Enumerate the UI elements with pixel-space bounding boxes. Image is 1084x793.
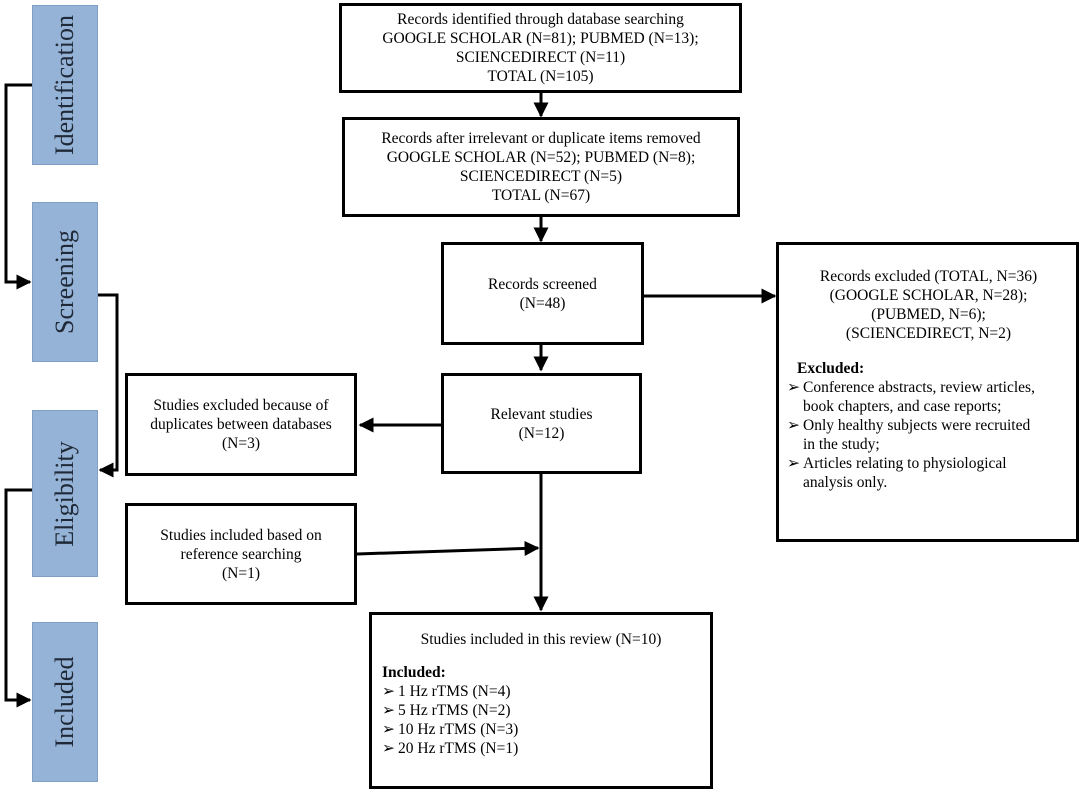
arrow-reference-to-flow bbox=[356, 540, 540, 556]
excluded-bullet: book chapters, and case reports; bbox=[787, 397, 1035, 416]
box-text: (N=12) bbox=[518, 424, 565, 442]
phase-included: Included bbox=[32, 622, 98, 782]
box-relevant-studies: Relevant studies (N=12) bbox=[441, 373, 642, 474]
bullet-arrow-icon: ➢ bbox=[382, 683, 395, 700]
phase-identification-label: Identification bbox=[50, 14, 79, 156]
excluded-bullet: ➢Articles relating to physiological bbox=[787, 454, 1035, 473]
box-studies-included: Studies included in this review (N=10) I… bbox=[369, 612, 713, 789]
box-text: SCIENCEDIRECT (N=5) bbox=[459, 168, 623, 185]
bullet-text: 10 Hz rTMS (N=3) bbox=[398, 721, 519, 738]
phase-screening: Screening bbox=[32, 202, 98, 362]
box-text: Records excluded (TOTAL, N=36) bbox=[819, 268, 1038, 285]
excluded-bullet: ➢Conference abstracts, review articles, bbox=[787, 378, 1035, 397]
box-text: TOTAL (N=67) bbox=[491, 187, 591, 204]
bullet-text: 5 Hz rTMS (N=2) bbox=[398, 702, 511, 719]
included-bullet: ➢5 Hz rTMS (N=2) bbox=[382, 701, 511, 720]
bullet-text: 20 Hz rTMS (N=1) bbox=[398, 740, 519, 757]
bullet-text: in the study; bbox=[803, 436, 880, 453]
bullet-text: 1 Hz rTMS (N=4) bbox=[398, 683, 511, 700]
phase-eligibility-label: Eligibility bbox=[50, 440, 79, 547]
phase-screening-label: Screening bbox=[50, 230, 79, 334]
bracket-screening-to-eligibility bbox=[98, 293, 119, 478]
bullet-arrow-icon: ➢ bbox=[382, 702, 395, 719]
box-text: Studies included based on bbox=[160, 526, 322, 544]
bullet-text: analysis only. bbox=[803, 474, 888, 491]
box-text: GOOGLE SCHOLAR (N=81); PUBMED (N=13); bbox=[382, 30, 699, 47]
included-bullet: ➢1 Hz rTMS (N=4) bbox=[382, 682, 511, 701]
box-text: (SCIENCEDIRECT, N=2) bbox=[845, 325, 1012, 342]
box-text: reference searching bbox=[180, 545, 302, 563]
excluded-bullet: analysis only. bbox=[787, 473, 1035, 492]
box-text: (N=3) bbox=[221, 435, 260, 452]
excluded-bullet: in the study; bbox=[787, 435, 1035, 454]
box-duplicates-excluded: Studies excluded because of duplicates b… bbox=[125, 373, 357, 476]
box-text: duplicates between databases bbox=[150, 416, 332, 433]
bullet-text: Articles relating to physiological bbox=[803, 455, 1007, 472]
box-text: SCIENCEDIRECT (N=11) bbox=[455, 49, 626, 66]
phase-eligibility: Eligibility bbox=[32, 410, 98, 577]
box-text: (N=48) bbox=[519, 294, 566, 312]
box-text: (GOOGLE SCHOLAR, N=28); bbox=[829, 287, 1028, 304]
box-text: Relevant studies bbox=[490, 405, 593, 423]
excluded-bullet: ➢Only healthy subjects were recruited bbox=[787, 416, 1035, 435]
bullet-arrow-icon: ➢ bbox=[382, 740, 395, 757]
box-records-identified: Records identified through database sear… bbox=[339, 3, 742, 93]
excluded-heading: Excluded: bbox=[797, 360, 865, 377]
excluded-counts: Records excluded (TOTAL, N=36) (GOOGLE S… bbox=[787, 267, 1070, 343]
box-text: Records screened bbox=[488, 275, 597, 293]
included-bullet: ➢10 Hz rTMS (N=3) bbox=[382, 720, 518, 739]
box-text: (PUBMED, N=6); bbox=[871, 306, 986, 323]
box-text: Records after irrelevant or duplicate it… bbox=[381, 130, 701, 147]
bullet-text: Conference abstracts, review articles, bbox=[803, 379, 1035, 396]
box-reference-included: Studies included based on reference sear… bbox=[125, 503, 357, 605]
bracket-eligibility-to-included bbox=[4, 488, 32, 708]
bracket-identification-to-screening bbox=[4, 83, 32, 290]
box-text: Records identified through database sear… bbox=[397, 11, 684, 28]
final-title: Studies included in this review (N=10) bbox=[420, 631, 662, 648]
bullet-arrow-icon: ➢ bbox=[382, 721, 395, 738]
bullet-text: Only healthy subjects were recruited bbox=[803, 417, 1031, 434]
bullet-text: book chapters, and case reports; bbox=[803, 398, 1002, 415]
box-text: GOOGLE SCHOLAR (N=52); PUBMED (N=8); bbox=[386, 149, 696, 166]
box-records-after-removal: Records after irrelevant or duplicate it… bbox=[342, 117, 740, 217]
box-records-excluded: Records excluded (TOTAL, N=36) (GOOGLE S… bbox=[776, 242, 1079, 542]
box-records-screened: Records screened (N=48) bbox=[441, 242, 644, 345]
bullet-arrow-icon: ➢ bbox=[787, 417, 800, 434]
included-bullet: ➢20 Hz rTMS (N=1) bbox=[382, 739, 518, 758]
bullet-arrow-icon: ➢ bbox=[787, 379, 800, 396]
box-text: Studies excluded because of bbox=[153, 397, 329, 414]
phase-included-label: Included bbox=[50, 656, 79, 748]
box-text: (N=1) bbox=[221, 564, 260, 582]
phase-identification: Identification bbox=[32, 5, 98, 165]
bullet-arrow-icon: ➢ bbox=[787, 455, 800, 472]
included-heading: Included: bbox=[382, 664, 446, 681]
box-text: TOTAL (N=105) bbox=[487, 68, 594, 85]
excluded-bullet-list: ➢Conference abstracts, review articles, … bbox=[787, 378, 1035, 492]
